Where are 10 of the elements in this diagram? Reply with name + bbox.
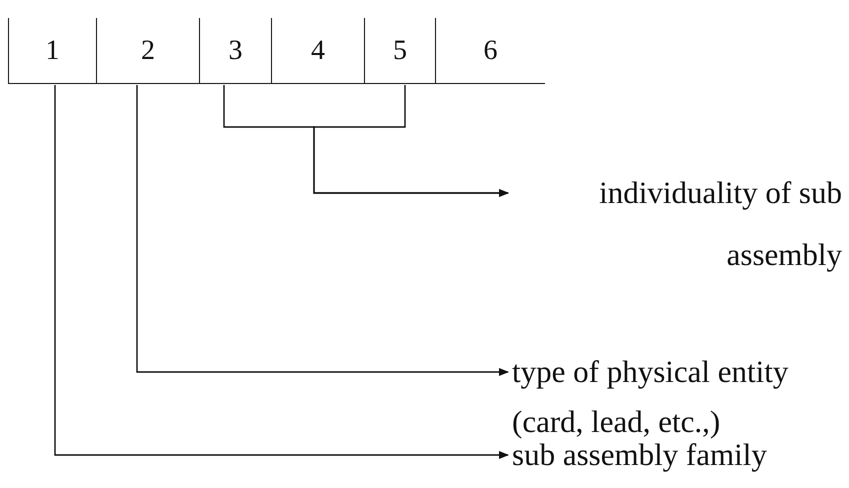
code-digit-cell: 4 <box>271 18 364 84</box>
leader-arrow <box>54 85 509 459</box>
annotation-text: individuality of sub assembly <box>512 162 842 286</box>
code-digit-cell: 5 <box>364 18 435 84</box>
leader-arrow <box>136 85 509 376</box>
leader-arrow <box>313 85 509 197</box>
code-digit-cell: 2 <box>96 18 199 84</box>
code-digit-cell: 1 <box>8 18 96 84</box>
code-digit-cell: 3 <box>199 18 271 84</box>
code-digit-cell: 6 <box>435 18 545 84</box>
